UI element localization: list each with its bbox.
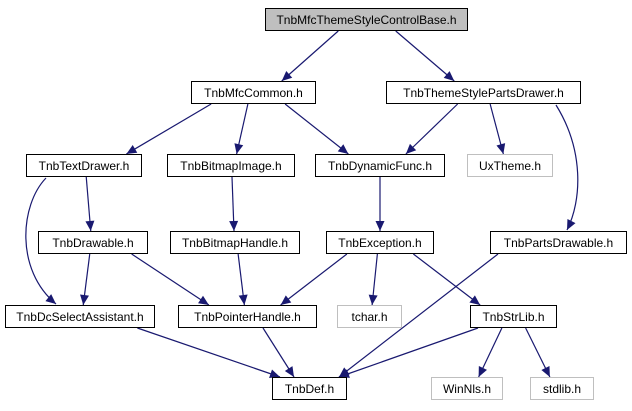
edge-mfc-common-to-text-drawer bbox=[126, 103, 212, 155]
node-str-lib[interactable]: TnbStrLib.h bbox=[470, 305, 557, 328]
edge-drawable-to-pointer-handle bbox=[131, 253, 210, 306]
node-dc-select-assistant[interactable]: TnbDcSelectAssistant.h bbox=[5, 305, 155, 328]
edge-theme-style-parts-drawer-to-parts-drawable bbox=[555, 104, 579, 231]
node-text-drawer[interactable]: TnbTextDrawer.h bbox=[26, 154, 142, 177]
edge-str-lib-to-def-arrowhead bbox=[339, 369, 350, 378]
edge-str-lib-to-winnls-arrowhead bbox=[478, 366, 487, 377]
node-root-header[interactable]: TnbMfcThemeStyleControlBase.h bbox=[265, 8, 468, 31]
edge-dc-select-assistant-to-def bbox=[137, 327, 281, 378]
node-bitmap-image[interactable]: TnbBitmapImage.h bbox=[167, 154, 295, 177]
node-tchar: tchar.h bbox=[337, 305, 402, 328]
node-winnls: WinNls.h bbox=[431, 377, 503, 400]
edge-root-to-theme-style-parts-drawer bbox=[395, 30, 455, 82]
node-stdlib: stdlib.h bbox=[530, 377, 594, 400]
edge-parts-drawable-to-def bbox=[338, 253, 499, 378]
node-mfc-common[interactable]: TnbMfcCommon.h bbox=[191, 81, 316, 104]
edge-exception-to-tchar-arrowhead bbox=[368, 294, 378, 305]
edge-mfc-common-to-dynamic-func bbox=[284, 103, 349, 155]
edge-theme-style-parts-drawer-to-dynamic-func-arrowhead bbox=[405, 143, 417, 154]
edge-theme-style-parts-drawer-to-parts-drawable-arrowhead bbox=[567, 219, 576, 230]
node-dynamic-func[interactable]: TnbDynamicFunc.h bbox=[315, 154, 445, 177]
edge-text-drawer-to-drawable-arrowhead bbox=[85, 220, 95, 231]
node-uxtheme: UxTheme.h bbox=[467, 154, 553, 177]
edge-mfc-common-to-dynamic-func-arrowhead bbox=[337, 144, 349, 154]
edge-exception-to-str-lib bbox=[413, 253, 481, 306]
node-parts-drawable[interactable]: TnbPartsDrawable.h bbox=[490, 231, 627, 254]
node-theme-style-parts-drawer[interactable]: TnbThemeStylePartsDrawer.h bbox=[386, 81, 581, 104]
edge-dc-select-assistant-to-def-arrowhead bbox=[269, 369, 280, 379]
edge-theme-style-parts-drawer-to-dynamic-func bbox=[405, 103, 459, 155]
edge-bitmap-handle-to-pointer-handle-arrowhead bbox=[238, 294, 248, 305]
edge-drawable-to-dc-select-assistant-arrowhead bbox=[80, 294, 89, 305]
node-exception[interactable]: TnbException.h bbox=[326, 231, 434, 254]
edge-text-drawer-to-dc-select-assistant bbox=[25, 177, 57, 305]
edge-pointer-handle-to-def-arrowhead bbox=[284, 366, 294, 377]
node-pointer-handle[interactable]: TnbPointerHandle.h bbox=[178, 305, 317, 328]
edge-dynamic-func-to-exception-arrowhead bbox=[375, 221, 385, 231]
edge-mfc-common-to-bitmap-image-arrowhead bbox=[234, 143, 244, 154]
edge-theme-style-parts-drawer-to-uxtheme-arrowhead bbox=[496, 143, 506, 154]
edge-str-lib-to-def bbox=[338, 327, 479, 378]
edge-root-to-theme-style-parts-drawer-arrowhead bbox=[443, 71, 455, 81]
edge-exception-to-str-lib-arrowhead bbox=[469, 295, 481, 305]
edge-exception-to-pointer-handle bbox=[280, 253, 348, 306]
edge-bitmap-image-to-bitmap-handle-arrowhead bbox=[229, 220, 239, 231]
edge-exception-to-pointer-handle-arrowhead bbox=[280, 295, 292, 305]
edge-drawable-to-pointer-handle-arrowhead bbox=[198, 295, 209, 305]
edge-text-drawer-to-dc-select-assistant-arrowhead bbox=[45, 294, 56, 304]
edge-str-lib-to-stdlib-arrowhead bbox=[541, 366, 550, 377]
node-bitmap-handle[interactable]: TnbBitmapHandle.h bbox=[170, 231, 300, 254]
edge-mfc-common-to-text-drawer-arrowhead bbox=[126, 145, 138, 154]
edge-root-to-mfc-common bbox=[281, 30, 339, 82]
node-drawable[interactable]: TnbDrawable.h bbox=[38, 231, 148, 254]
node-def[interactable]: TnbDef.h bbox=[272, 377, 347, 400]
edge-root-to-mfc-common-arrowhead bbox=[281, 71, 293, 81]
